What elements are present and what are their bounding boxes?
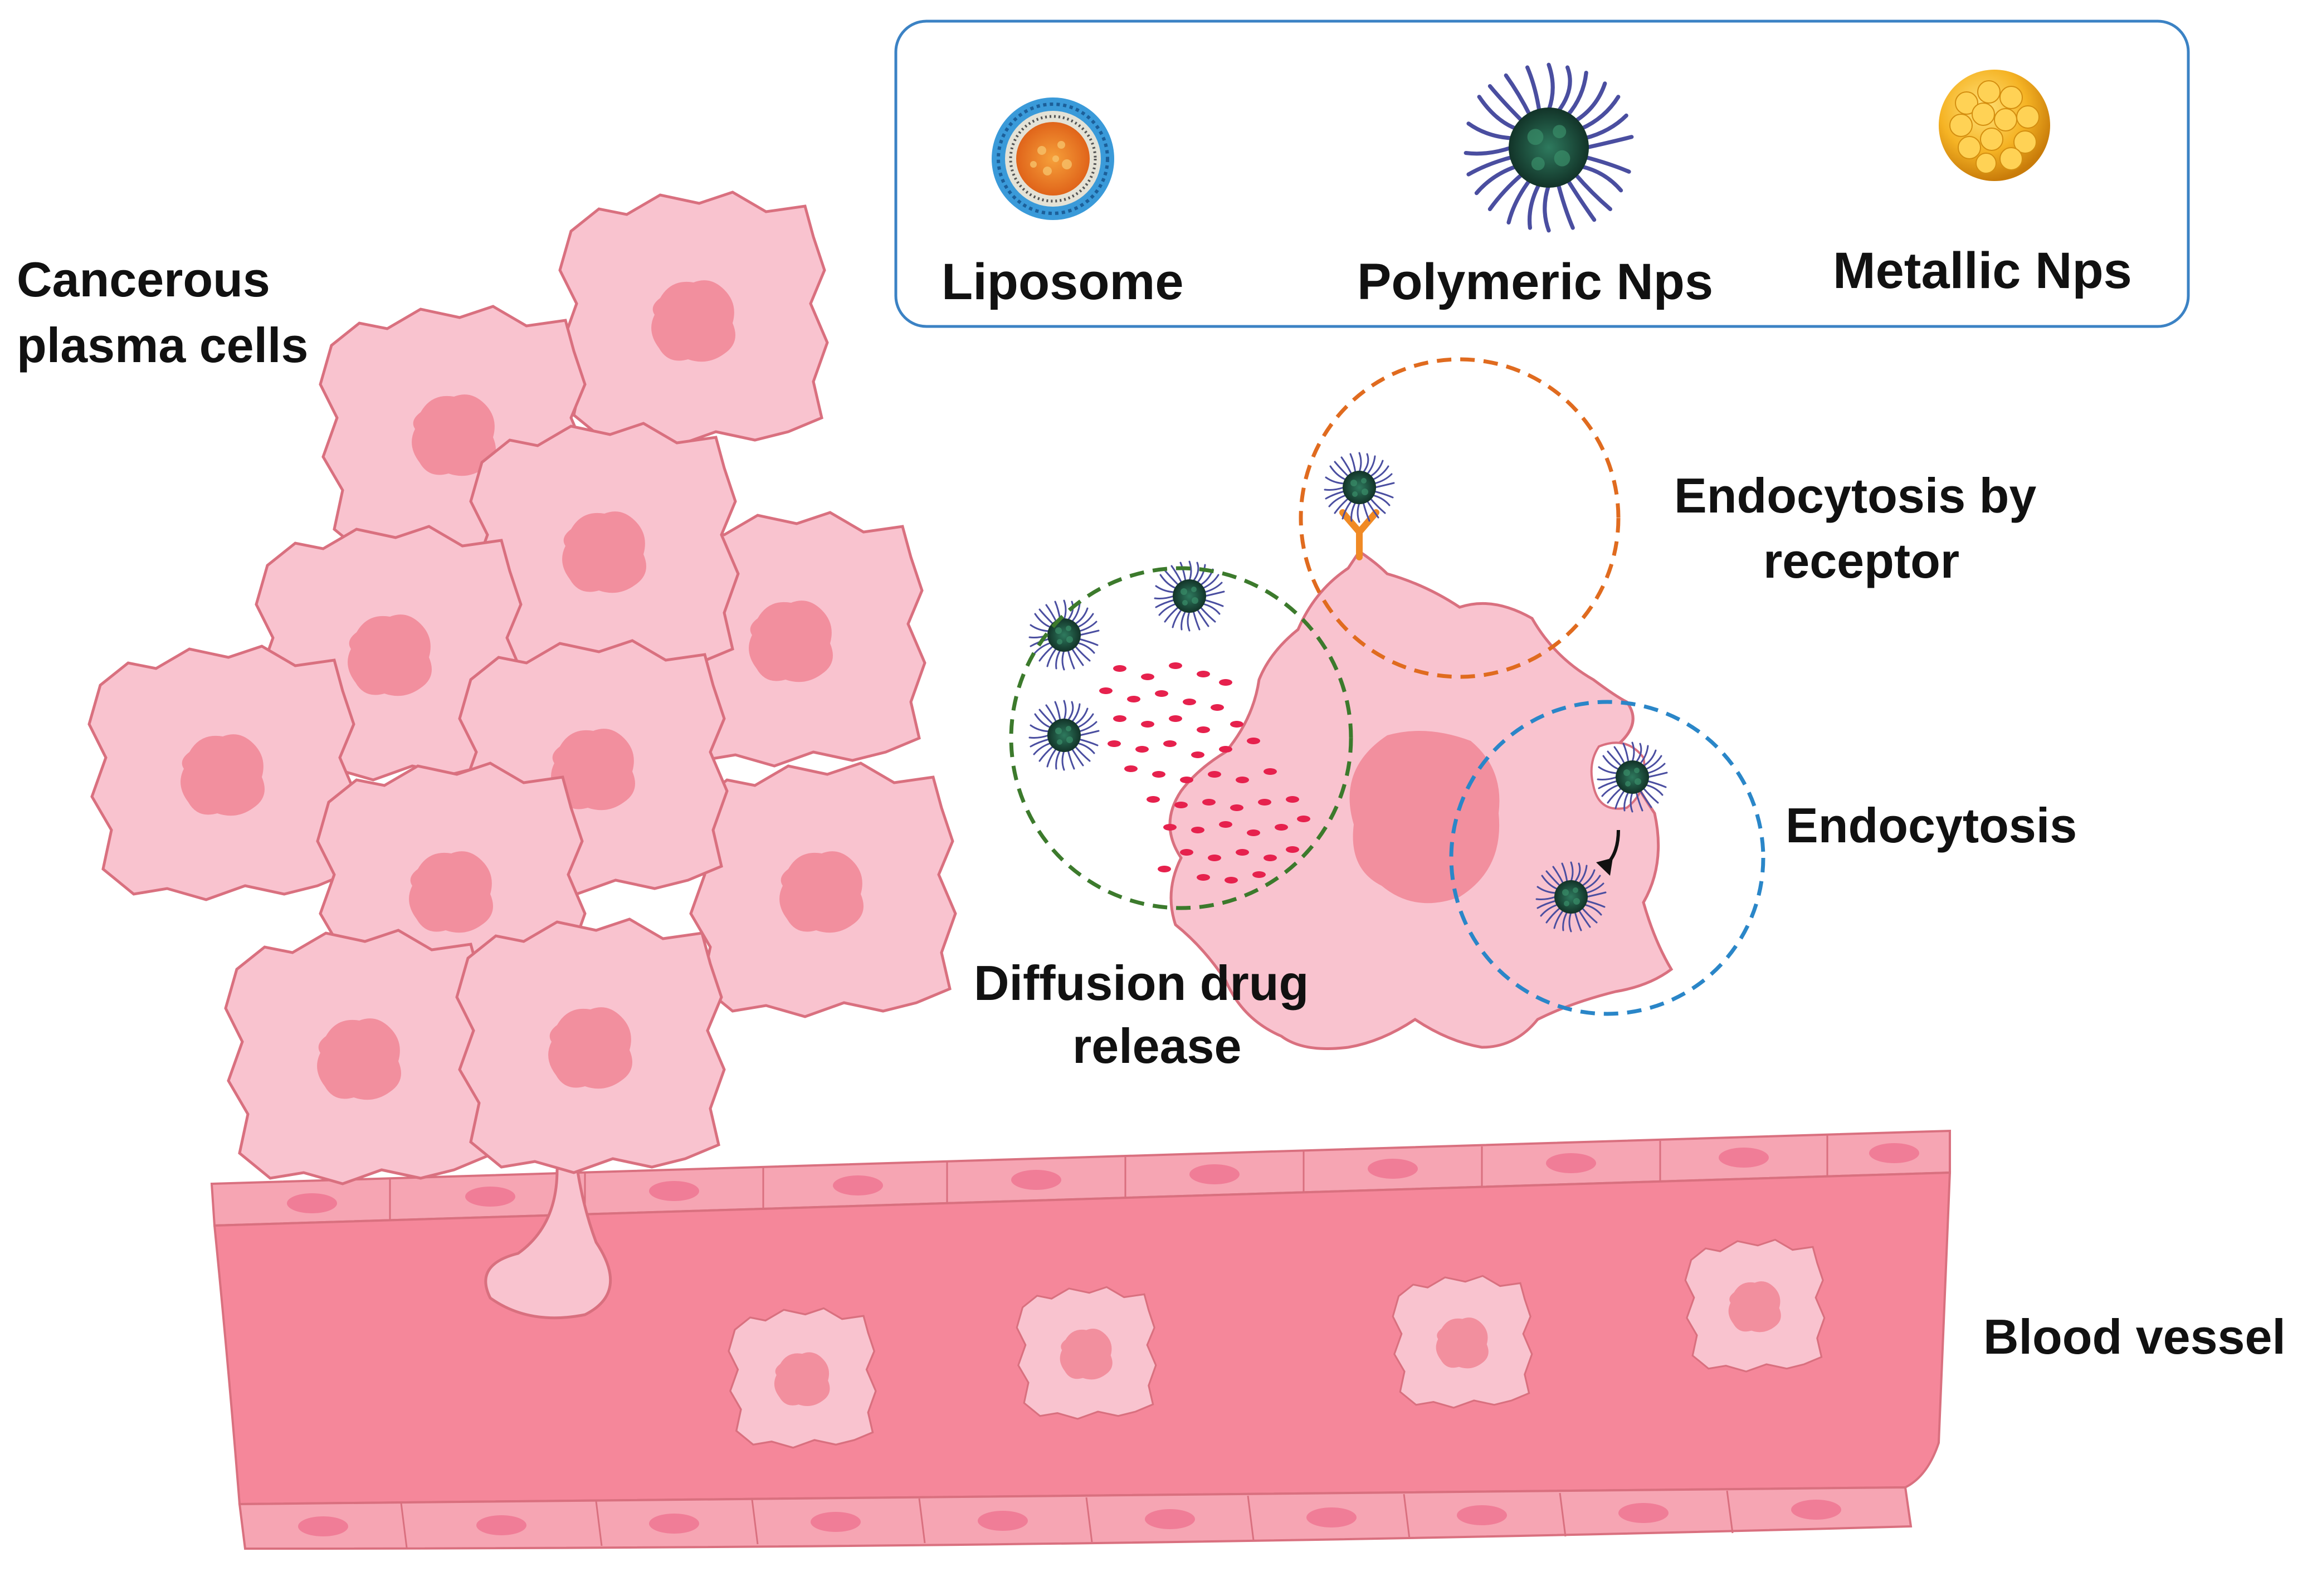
circulating-cell	[728, 1307, 877, 1449]
target-cell-nucleus	[1349, 731, 1500, 904]
legend-label-liposome: Liposome	[942, 253, 1183, 310]
circulating-cell	[1016, 1286, 1157, 1420]
metallic-np-icon	[1939, 70, 2050, 181]
legend-label-metallic: Metallic Nps	[1833, 242, 2132, 299]
extravasating-cell-tail	[484, 1138, 612, 1320]
receptor-label-line2: receptor	[1763, 533, 1959, 588]
endocytosis-circle	[1449, 700, 1765, 1016]
endocytosis-label: Endocytosis	[1786, 798, 2077, 853]
cancer-cells-label-line1: Cancerous	[17, 252, 270, 307]
vessel-lower-layer	[238, 1486, 1913, 1550]
drug-particles	[1099, 662, 1310, 884]
receptor-circle	[1299, 357, 1621, 679]
polymeric-np	[1324, 452, 1395, 523]
circulating-cell	[1392, 1275, 1533, 1409]
blood-vessel-label: Blood vessel	[1983, 1309, 2286, 1364]
diffusion-circle	[1009, 566, 1353, 910]
circulating-cell	[1684, 1238, 1826, 1373]
legend-box: Liposome Polymeric Nps Metallic Nps	[894, 19, 2190, 328]
arrow-head-icon	[1596, 858, 1613, 876]
receptor-label-line1: Endocytosis by	[1674, 468, 2036, 523]
polymeric-np	[1028, 599, 1100, 671]
cancer-cell-cluster	[89, 192, 955, 1320]
liposome-icon	[992, 97, 1114, 220]
receptor-icon	[1339, 509, 1379, 560]
cancer-cells-label-line2: plasma cells	[17, 318, 308, 373]
legend-label-polymeric: Polymeric Nps	[1357, 253, 1713, 310]
diffusion-label-line2: release	[1072, 1018, 1241, 1073]
diffusion-label-line1: Diffusion drug	[974, 955, 1309, 1011]
target-cell	[1168, 549, 1674, 1050]
blood-vessel	[210, 1129, 1952, 1550]
polymeric-np	[1028, 700, 1100, 771]
